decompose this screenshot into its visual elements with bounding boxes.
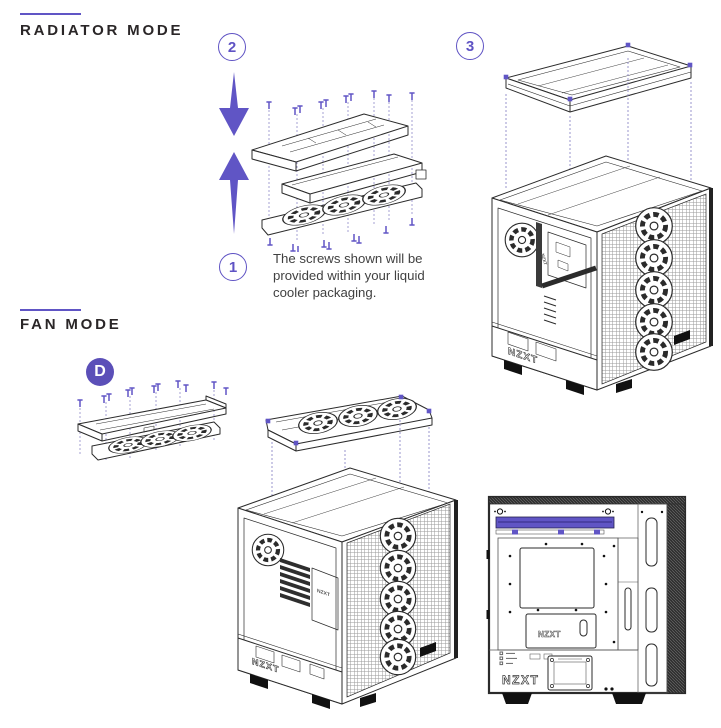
fan-icon (171, 422, 212, 444)
screw-icon-row-top (265, 90, 416, 116)
note-line: The screws shown will be (273, 251, 423, 266)
mounting-bracket (251, 113, 409, 172)
rear-fan-icon (252, 534, 284, 566)
fan-unit (261, 181, 423, 236)
radiator-assembly (505, 45, 692, 113)
fan-bracket-exploded-diagram (76, 380, 230, 462)
psu-shroud: NZXT (237, 633, 343, 705)
fan-icon (380, 550, 415, 585)
fan-icon (636, 334, 673, 371)
front-fan-column (637, 503, 668, 694)
step-badge-d: D (86, 358, 114, 386)
psu-shroud: NZXT (491, 321, 598, 391)
case-feet (504, 330, 690, 395)
section-title-radiator: RADIATOR MODE (20, 22, 184, 39)
section-title-fan: FAN MODE (20, 316, 122, 333)
nzxt-logo: NZXT (317, 588, 331, 599)
up-arrow-icon (219, 152, 249, 234)
fan-tray (265, 396, 433, 452)
note-line: provided within your liquid (273, 268, 425, 283)
pci-slot-stack (280, 558, 310, 607)
fan-icon (636, 272, 673, 309)
fan-icon (380, 518, 415, 553)
radiator (281, 153, 427, 204)
screw-note: The screws shown will be provided within… (273, 250, 425, 301)
standoff-dots (508, 542, 616, 644)
radiator-mount-highlight (495, 516, 615, 535)
fan-icon (636, 208, 673, 245)
radiator-exploded-diagram (251, 90, 427, 252)
fan-icon (636, 240, 673, 277)
fan-install-illustration: NZXT NZXT (237, 390, 458, 709)
mounting-bracket (77, 395, 227, 442)
step-badge-3: 3 (456, 32, 484, 60)
nzxt-logo: NZXT (540, 253, 548, 266)
nzxt-logo: NZXT (538, 630, 561, 639)
down-arrow-icon (219, 72, 249, 136)
section-rule-fan (20, 309, 81, 311)
note-line: cooler packaging. (273, 285, 377, 300)
mobo-size-legend (499, 651, 553, 666)
nzxt-logo: NZXT (502, 673, 539, 687)
case-feet (250, 642, 436, 709)
radiator-install-illustration: NZXT NZXT (491, 42, 713, 395)
psu-shroud: NZXT (489, 649, 638, 691)
top-fasteners (494, 508, 614, 515)
case-side-view-illustration: NZXT (486, 495, 687, 704)
rear-fan-icon (505, 223, 539, 257)
case-feet (502, 693, 646, 704)
fan-icon (380, 639, 415, 674)
step-badge-1: 1 (219, 253, 247, 281)
fan-unit (91, 422, 221, 461)
section-rule-radiator (20, 13, 81, 15)
step-badge-2: 2 (218, 33, 246, 61)
